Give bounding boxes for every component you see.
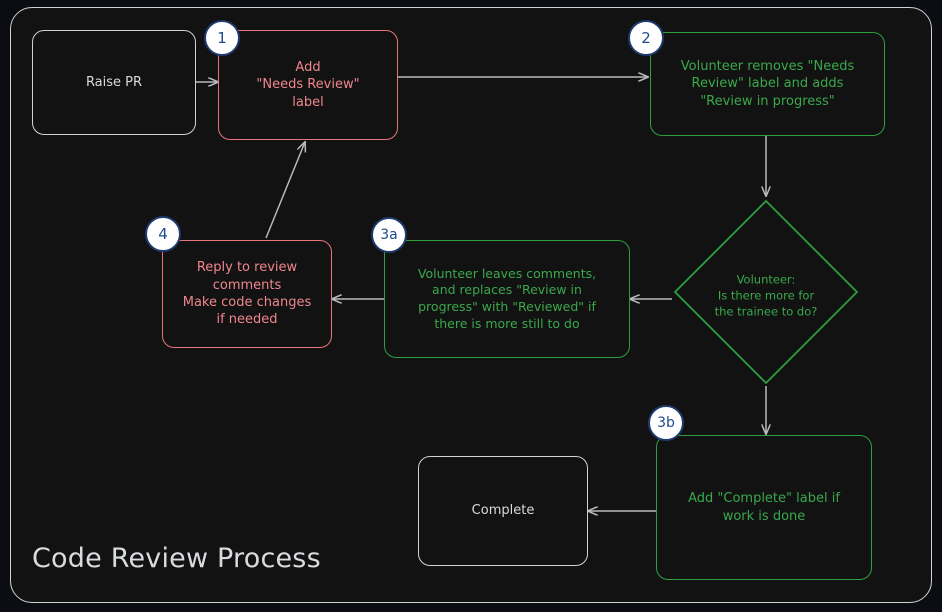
node-add-label-label: Add "Needs Review" label xyxy=(256,60,360,110)
node-add-label[interactable]: Add "Needs Review" label xyxy=(218,30,398,140)
node-decision[interactable]: Volunteer: Is there more for the trainee… xyxy=(672,198,860,386)
diagram-title: Code Review Process xyxy=(32,543,321,574)
step-badge-4-text: 4 xyxy=(158,225,168,243)
node-add-complete[interactable]: Add "Complete" label if work is done xyxy=(656,435,872,580)
step-badge-3b-text: 3b xyxy=(657,415,675,431)
step-badge-2-text: 2 xyxy=(641,29,651,47)
step-badge-3a-text: 3a xyxy=(380,227,398,243)
node-decision-label: Volunteer: Is there more for the trainee… xyxy=(714,272,818,319)
node-raise-pr-label: Raise PR xyxy=(85,74,143,90)
node-volunteer-removes[interactable]: Volunteer removes "Needs Review" label a… xyxy=(650,32,885,136)
step-badge-4: 4 xyxy=(145,216,181,252)
step-badge-3b: 3b xyxy=(648,405,684,441)
node-reply-to-review[interactable]: Reply to review comments Make code chang… xyxy=(162,240,332,348)
node-raise-pr[interactable]: Raise PR xyxy=(32,30,196,135)
node-add-complete-label: Add "Complete" label if work is done xyxy=(688,491,840,524)
step-badge-1: 1 xyxy=(204,20,240,56)
node-volunteer-comments[interactable]: Volunteer leaves comments, and replaces … xyxy=(384,240,630,358)
node-volunteer-removes-label: Volunteer removes "Needs Review" label a… xyxy=(680,59,855,109)
step-badge-2: 2 xyxy=(628,20,664,56)
node-volunteer-comments-label: Volunteer leaves comments, and replaces … xyxy=(417,265,597,331)
step-badge-3a: 3a xyxy=(371,217,407,253)
step-badge-1-text: 1 xyxy=(217,29,227,47)
node-complete-label: Complete xyxy=(471,503,535,519)
node-complete[interactable]: Complete xyxy=(418,456,588,566)
node-reply-to-review-label: Reply to review comments Make code chang… xyxy=(182,260,312,328)
diamond-shape xyxy=(674,200,858,384)
